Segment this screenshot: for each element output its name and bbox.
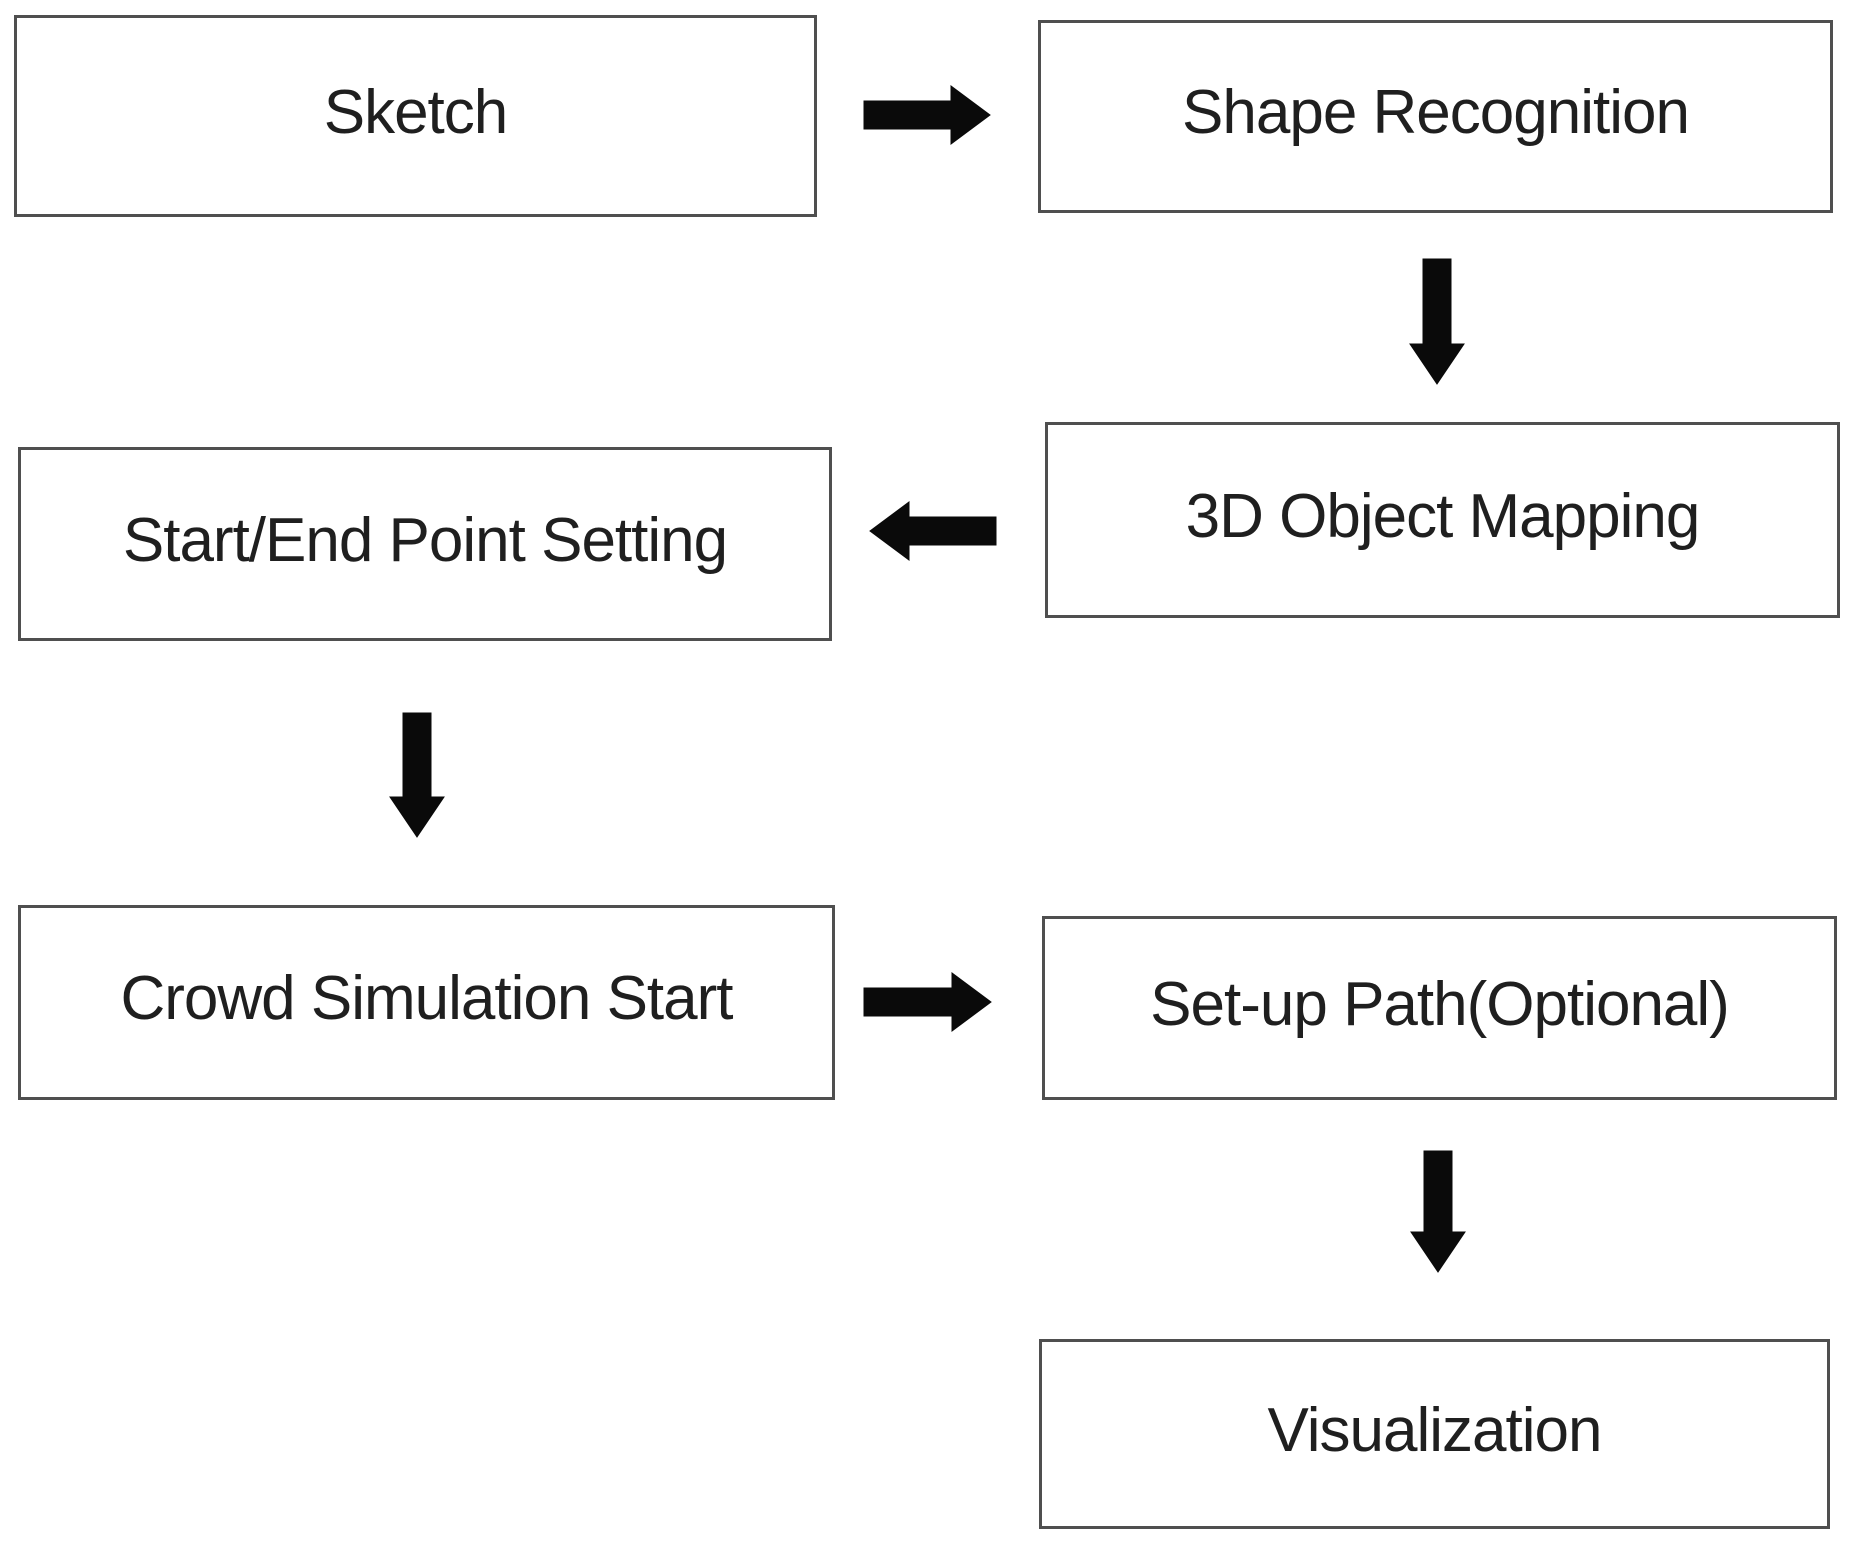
node-set-up-path-label: Set-up Path(Optional) <box>1150 969 1730 1039</box>
node-crowd-simulation-start: Crowd Simulation Start <box>18 905 835 1100</box>
node-shape-recognition-label: Shape Recognition <box>1182 78 1690 147</box>
node-3d-object-mapping: 3D Object Mapping <box>1045 422 1840 618</box>
node-set-up-path: Set-up Path(Optional) <box>1042 916 1837 1100</box>
arrow-sketch-to-shape-recognition-right-icon <box>863 85 991 145</box>
node-3d-object-mapping-label: 3D Object Mapping <box>1185 481 1701 551</box>
arrow-start-end-to-crowd-simulation-down-icon <box>389 712 445 838</box>
arrow-set-up-path-to-visualization-down-icon <box>1410 1150 1466 1273</box>
node-start-end-point-setting: Start/End Point Setting <box>18 447 832 641</box>
node-visualization-label: Visualization <box>1267 1395 1603 1465</box>
arrow-crowd-simulation-to-set-up-path-right-icon <box>863 972 992 1032</box>
node-sketch-label: Sketch <box>323 77 509 147</box>
node-crowd-simulation-start-label: Crowd Simulation Start <box>120 964 733 1033</box>
node-start-end-point-setting-label: Start/End Point Setting <box>122 505 728 575</box>
arrow-shape-recognition-to-3d-object-mapping-down-icon <box>1409 258 1465 385</box>
node-visualization: Visualization <box>1039 1339 1830 1529</box>
node-sketch: Sketch <box>14 15 817 217</box>
node-shape-recognition: Shape Recognition <box>1038 20 1833 213</box>
arrow-3d-object-mapping-to-start-end-left-icon <box>869 501 997 561</box>
